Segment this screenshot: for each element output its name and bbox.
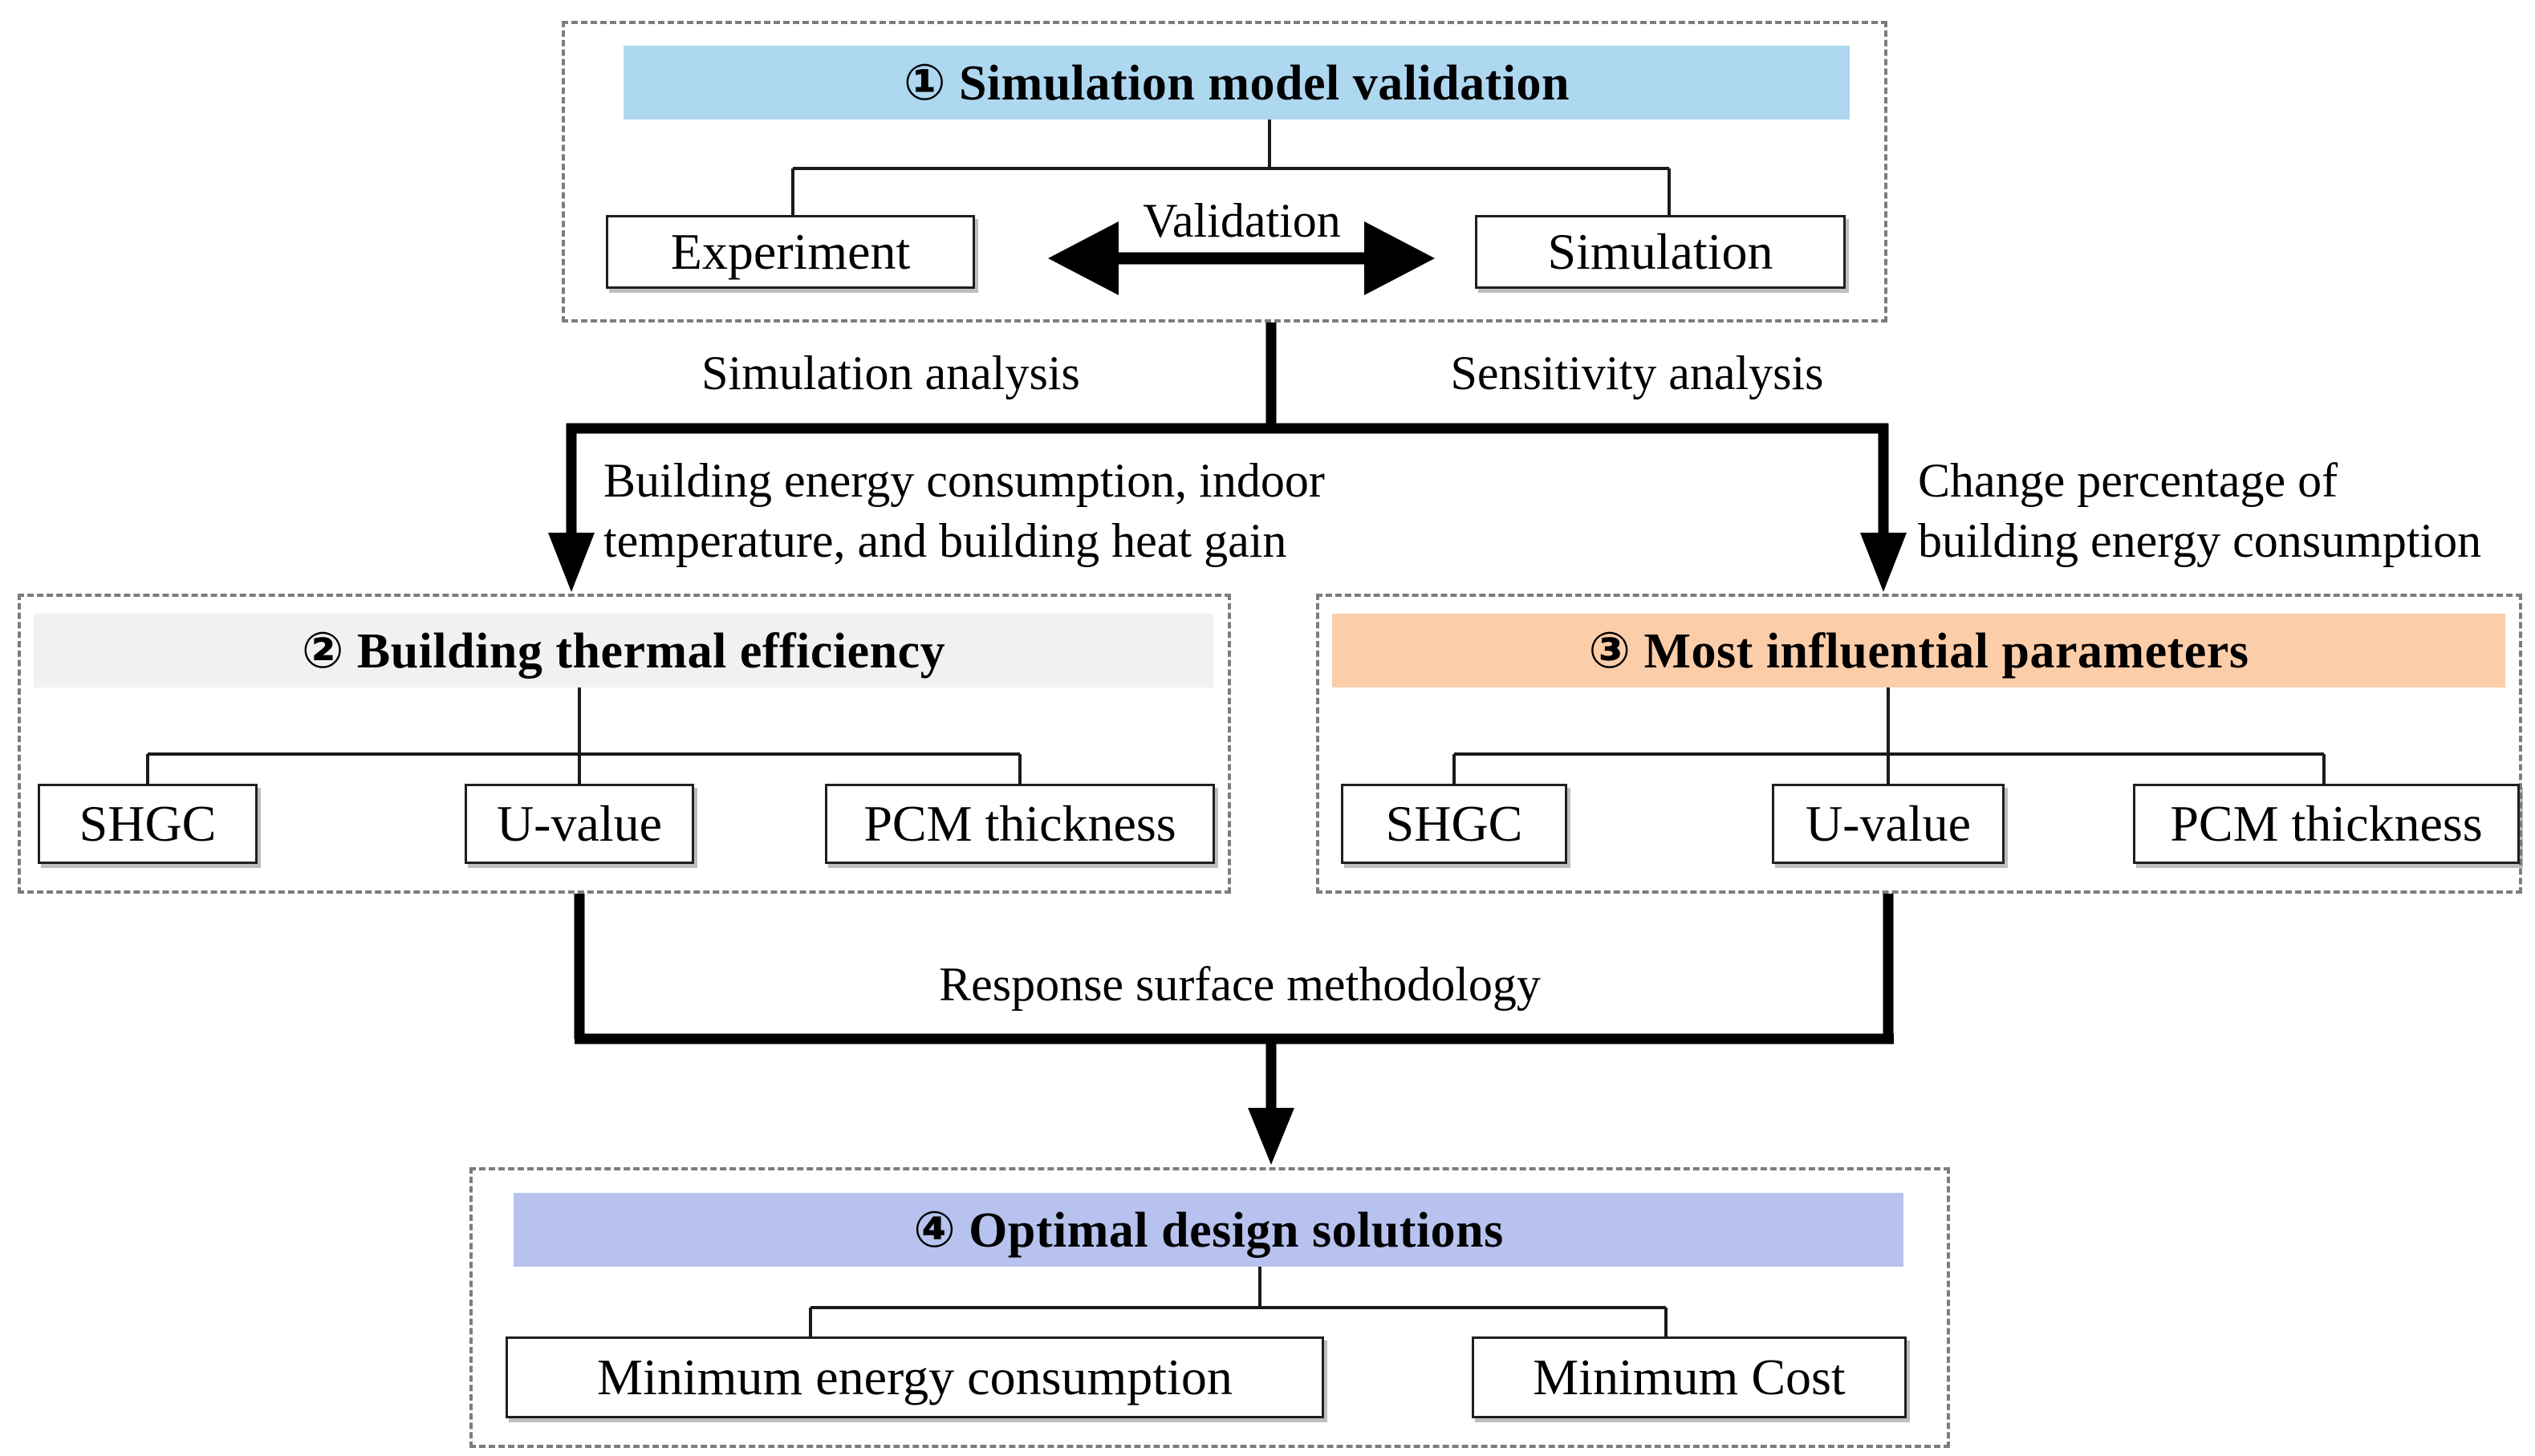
- pcm-thickness-box-left: PCM thickness: [825, 784, 1215, 864]
- left-branch-annotation: Building energy consumption, indoor temp…: [603, 454, 1325, 567]
- pcm-thickness-box-right: PCM thickness: [2133, 784, 2520, 864]
- u-value-box-right: U-value: [1772, 784, 2005, 864]
- experiment-box: Experiment: [606, 215, 975, 289]
- section-3-header: ③ Most influential parameters: [1332, 614, 2505, 687]
- right-branch-label: Sensitivity analysis: [1450, 347, 1824, 399]
- section-3-container: [1316, 594, 2522, 894]
- section-4-container: [469, 1167, 1950, 1448]
- section-2-container: [18, 594, 1231, 894]
- right-branch-arrowhead: [1860, 533, 1907, 592]
- section-4-header: ④ Optimal design solutions: [514, 1193, 1903, 1267]
- simulation-box: Simulation: [1475, 215, 1846, 289]
- right-branch-annotation: Change percentage of building energy con…: [1918, 454, 2482, 567]
- shgc-box-left: SHGC: [38, 784, 258, 864]
- section-1-header: ① Simulation model validation: [624, 46, 1850, 120]
- left-branch-arrowhead: [548, 533, 595, 592]
- merge-label: Response surface methodology: [939, 958, 1541, 1011]
- section-1-container: [562, 21, 1887, 322]
- minimum-cost-box: Minimum Cost: [1472, 1336, 1907, 1418]
- left-branch-label: Simulation analysis: [701, 347, 1080, 399]
- merge-arrowhead: [1248, 1108, 1294, 1165]
- minimum-energy-consumption-box: Minimum energy consumption: [506, 1336, 1324, 1418]
- validation-arrow-label: Validation: [1143, 194, 1341, 247]
- section-2-header: ② Building thermal efficiency: [34, 614, 1213, 687]
- shgc-box-right: SHGC: [1341, 784, 1567, 864]
- u-value-box-left: U-value: [465, 784, 694, 864]
